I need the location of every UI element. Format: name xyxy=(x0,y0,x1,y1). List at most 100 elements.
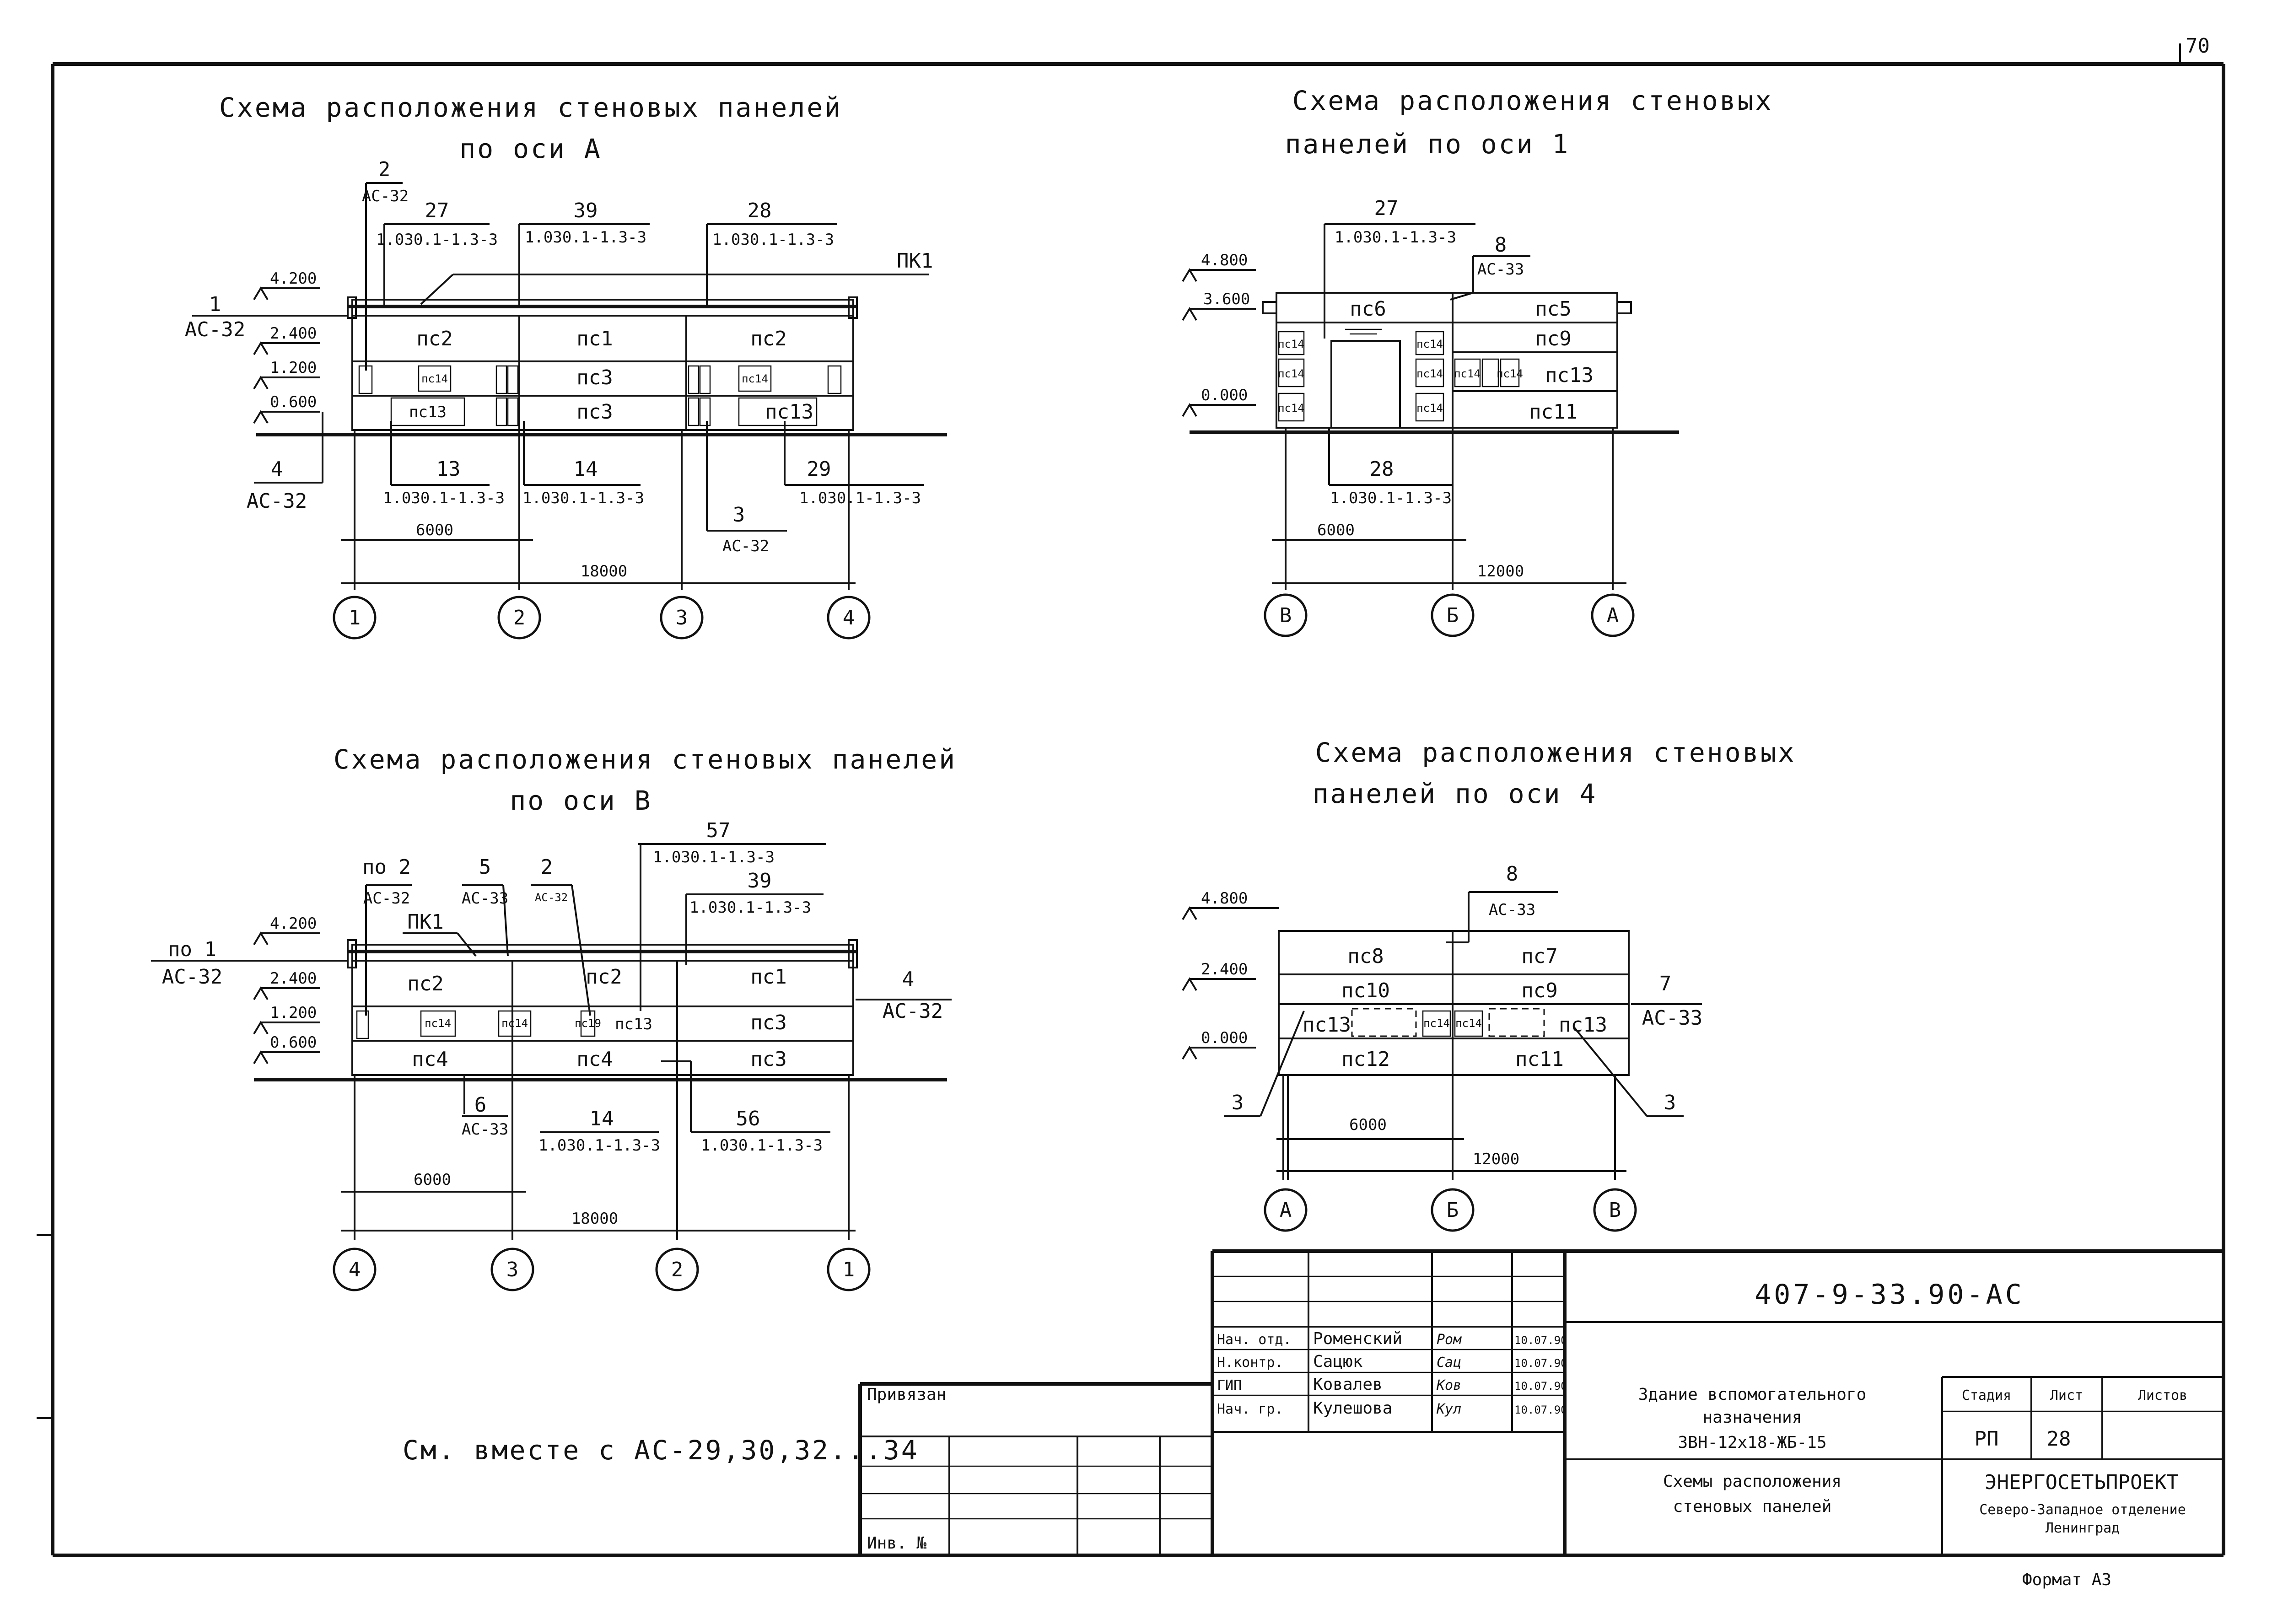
svg-text:АС-32: АС-32 xyxy=(162,965,222,989)
scheme-title: Схема расположения стеновых панелей xyxy=(219,92,842,123)
scheme-axis-a: Схема расположения стеновых панелей по о… xyxy=(185,92,947,640)
svg-text:Северо-Западное отделение: Северо-Западное отделение xyxy=(1979,1502,2186,1518)
scheme-title: Схема расположения стеновых xyxy=(1292,85,1773,116)
svg-text:пс14: пс14 xyxy=(1454,367,1481,380)
panel-label: пс1 xyxy=(750,965,786,989)
axis-marker: Б xyxy=(1447,1199,1459,1222)
svg-text:6000: 6000 xyxy=(416,521,453,539)
panel-label: пс8 xyxy=(1347,945,1384,968)
scheme-axis-4: Схема расположения стеновых панелей по о… xyxy=(1182,737,1796,1232)
panel-label: пс2 xyxy=(407,972,443,995)
svg-text:6000: 6000 xyxy=(414,1171,451,1189)
svg-text:пс14: пс14 xyxy=(1423,1017,1450,1030)
beam-label: ПК1 xyxy=(897,249,933,273)
panel-label: пс9 xyxy=(1521,979,1557,1002)
svg-text:57: 57 xyxy=(706,819,731,842)
svg-text:2.400: 2.400 xyxy=(270,324,317,343)
svg-text:3.600: 3.600 xyxy=(1203,290,1250,308)
panel-label: пс13 xyxy=(615,1015,652,1033)
svg-text:4.200: 4.200 xyxy=(270,269,317,288)
svg-text:2: 2 xyxy=(541,855,553,879)
panel-label: пс13 xyxy=(765,400,813,424)
svg-text:3: 3 xyxy=(1232,1091,1244,1114)
svg-text:1.030.1-1.3-3: 1.030.1-1.3-3 xyxy=(525,228,646,247)
panel-label: пс2 xyxy=(416,327,452,350)
axis-marker: А xyxy=(1607,604,1619,627)
axis-marker: Б xyxy=(1447,604,1459,627)
svg-text:пс14: пс14 xyxy=(742,372,768,385)
svg-text:Н.контр.: Н.контр. xyxy=(1217,1355,1283,1371)
svg-text:по 2: по 2 xyxy=(362,855,411,879)
svg-text:13: 13 xyxy=(436,457,461,481)
svg-text:Ленинград: Ленинград xyxy=(2046,1520,2120,1536)
sheet-frame xyxy=(37,43,2225,1557)
building-name: Здание вспомогательного xyxy=(1638,1385,1867,1404)
svg-text:14: 14 xyxy=(590,1107,614,1130)
svg-text:АС-33: АС-33 xyxy=(1642,1006,1702,1030)
svg-text:0.000: 0.000 xyxy=(1201,386,1248,404)
svg-text:1.030.1-1.3-3: 1.030.1-1.3-3 xyxy=(538,1136,660,1155)
svg-text:Листов: Листов xyxy=(2138,1387,2187,1404)
svg-text:14: 14 xyxy=(574,457,598,481)
svg-text:АС-33: АС-33 xyxy=(462,1120,508,1139)
panel-label: пс5 xyxy=(1535,297,1571,321)
svg-text:8: 8 xyxy=(1495,233,1507,257)
svg-text:пс14: пс14 xyxy=(501,1017,528,1030)
svg-text:Кул: Кул xyxy=(1436,1401,1461,1417)
svg-text:стеновых панелей: стеновых панелей xyxy=(1673,1497,1832,1516)
sheet-corner-number: 70 xyxy=(2186,34,2210,58)
svg-text:12000: 12000 xyxy=(1473,1150,1519,1168)
axis-marker: 1 xyxy=(349,606,361,629)
panel-label: пс7 xyxy=(1521,945,1557,968)
svg-text:2.400: 2.400 xyxy=(1201,960,1248,979)
svg-text:ГИП: ГИП xyxy=(1217,1377,1242,1393)
svg-text:4: 4 xyxy=(271,457,283,481)
axis-marker: 4 xyxy=(843,606,855,629)
svg-text:2.400: 2.400 xyxy=(270,969,317,988)
axis-marker: 2 xyxy=(513,606,526,629)
svg-text:пс14: пс14 xyxy=(1416,367,1443,380)
svg-text:Нач. отд.: Нач. отд. xyxy=(1217,1332,1292,1348)
axis-marker: 3 xyxy=(676,606,688,629)
svg-text:1.030.1-1.3-3: 1.030.1-1.3-3 xyxy=(1330,489,1452,507)
svg-text:АС-32: АС-32 xyxy=(362,187,409,205)
svg-text:6: 6 xyxy=(474,1093,487,1117)
panel-label: пс12 xyxy=(1341,1048,1390,1071)
svg-text:АС-33: АС-33 xyxy=(462,889,508,908)
svg-text:10.07.90: 10.07.90 xyxy=(1514,1404,1567,1416)
panel-label: пс13 xyxy=(1303,1013,1351,1037)
svg-text:4.800: 4.800 xyxy=(1201,889,1248,908)
scheme-title: Схема расположения стеновых xyxy=(1315,737,1796,768)
panel-label: пс6 xyxy=(1350,297,1386,321)
sheet-title: Схемы расположения xyxy=(1663,1472,1841,1491)
svg-text:27: 27 xyxy=(1374,197,1399,220)
panel-label: пс4 xyxy=(576,1048,613,1071)
svg-text:ЗВН-12х18-ЖБ-15: ЗВН-12х18-ЖБ-15 xyxy=(1678,1433,1826,1452)
svg-text:56: 56 xyxy=(736,1107,760,1130)
svg-text:10.07.90: 10.07.90 xyxy=(1514,1334,1567,1347)
axis-marker: А xyxy=(1280,1199,1292,1222)
svg-text:3: 3 xyxy=(1664,1091,1676,1114)
svg-text:4.200: 4.200 xyxy=(270,914,317,933)
title-block: Привязан Инв. № 407-9-33.90-АС Нач. отд.… xyxy=(858,1249,2224,1555)
format-note: Формат А3 xyxy=(2022,1570,2111,1589)
svg-text:12000: 12000 xyxy=(1477,562,1524,581)
panel-label: пс11 xyxy=(1529,400,1577,424)
svg-text:пс14: пс14 xyxy=(1416,338,1443,350)
axis-marker: 3 xyxy=(506,1258,519,1281)
svg-text:1.200: 1.200 xyxy=(270,359,317,377)
sheet-number: 28 xyxy=(2047,1427,2071,1451)
document-code: 407-9-33.90-АС xyxy=(1755,1279,2024,1311)
svg-text:АС-33: АС-33 xyxy=(1477,260,1524,279)
svg-text:1.030.1-1.3-3: 1.030.1-1.3-3 xyxy=(689,898,811,917)
stage-value: РП xyxy=(1975,1427,1999,1451)
panel-label: пс9 xyxy=(1535,327,1571,350)
svg-text:Ковалев: Ковалев xyxy=(1313,1375,1383,1394)
panel-label: пс10 xyxy=(1341,979,1390,1002)
svg-text:7: 7 xyxy=(1659,972,1672,995)
organization: ЭНЕРГОСЕТЬПРОЕКТ xyxy=(1985,1471,2179,1494)
panel-label: пс1 xyxy=(576,327,613,350)
svg-text:Ков: Ков xyxy=(1436,1377,1461,1393)
scheme-subtitle: по оси В xyxy=(510,785,652,816)
